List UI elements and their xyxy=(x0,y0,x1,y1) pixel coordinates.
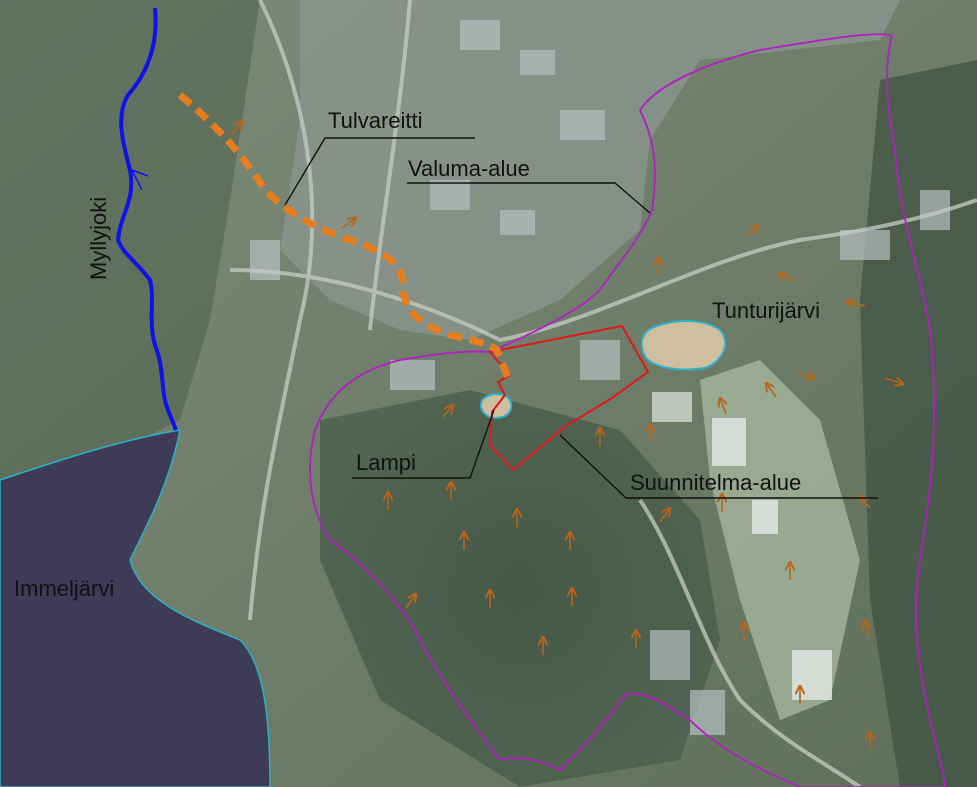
river-flow-arrow-icon xyxy=(130,168,149,191)
arrow-icon xyxy=(720,398,726,415)
arrow-icon xyxy=(659,508,670,523)
arrow-icon xyxy=(231,121,242,136)
label-tunturijarvi: Tunturijärvi xyxy=(712,298,820,323)
label-suunnitelma-alue: Suunnitelma-alue xyxy=(630,470,801,495)
roads xyxy=(229,0,977,787)
label-myllyjoki: Myllyjoki xyxy=(86,197,111,280)
leader-lines xyxy=(284,137,878,499)
label-tulvareitti: Tulvareitti xyxy=(328,108,423,133)
lake-tunturijarvi xyxy=(640,320,727,371)
plan-area-boundary xyxy=(488,324,650,472)
lake-immeljarvi xyxy=(0,429,271,787)
leader-line-suunnitelma-alue xyxy=(559,434,878,499)
label-immeljarvi: Immeljärvi xyxy=(14,576,114,601)
arrow-icon xyxy=(766,383,777,398)
arrow-icon xyxy=(864,621,870,638)
ski-slope-patch xyxy=(652,392,692,422)
arrow-icon xyxy=(341,218,356,229)
flow-arrows xyxy=(231,121,903,750)
buildings xyxy=(250,20,950,735)
flood-route-tulvareitti xyxy=(177,92,512,380)
arrow-icon xyxy=(797,373,814,379)
leader-line-tulvareitti xyxy=(284,137,475,206)
forest-area xyxy=(320,390,720,787)
ski-slope-patch xyxy=(752,500,778,534)
ski-slope-patch xyxy=(712,418,746,466)
arrow-icon xyxy=(779,274,796,280)
label-lampi: Lampi xyxy=(356,450,416,475)
leader-line-valuma-alue xyxy=(407,182,651,214)
ski-slope-patch xyxy=(792,650,832,700)
label-valuma-alue: Valuma-alue xyxy=(408,156,530,181)
arrow-icon xyxy=(405,594,416,609)
arrow-icon xyxy=(442,405,453,418)
arrow-icon xyxy=(884,378,903,384)
forest-area-west xyxy=(0,0,260,480)
arrow-icon xyxy=(744,226,759,237)
arrow-icon xyxy=(847,302,866,306)
built-up-area xyxy=(280,0,900,340)
catchment-boundary xyxy=(309,33,946,787)
river-myllyjoki xyxy=(115,7,178,431)
leader-line-lampi xyxy=(352,409,495,479)
